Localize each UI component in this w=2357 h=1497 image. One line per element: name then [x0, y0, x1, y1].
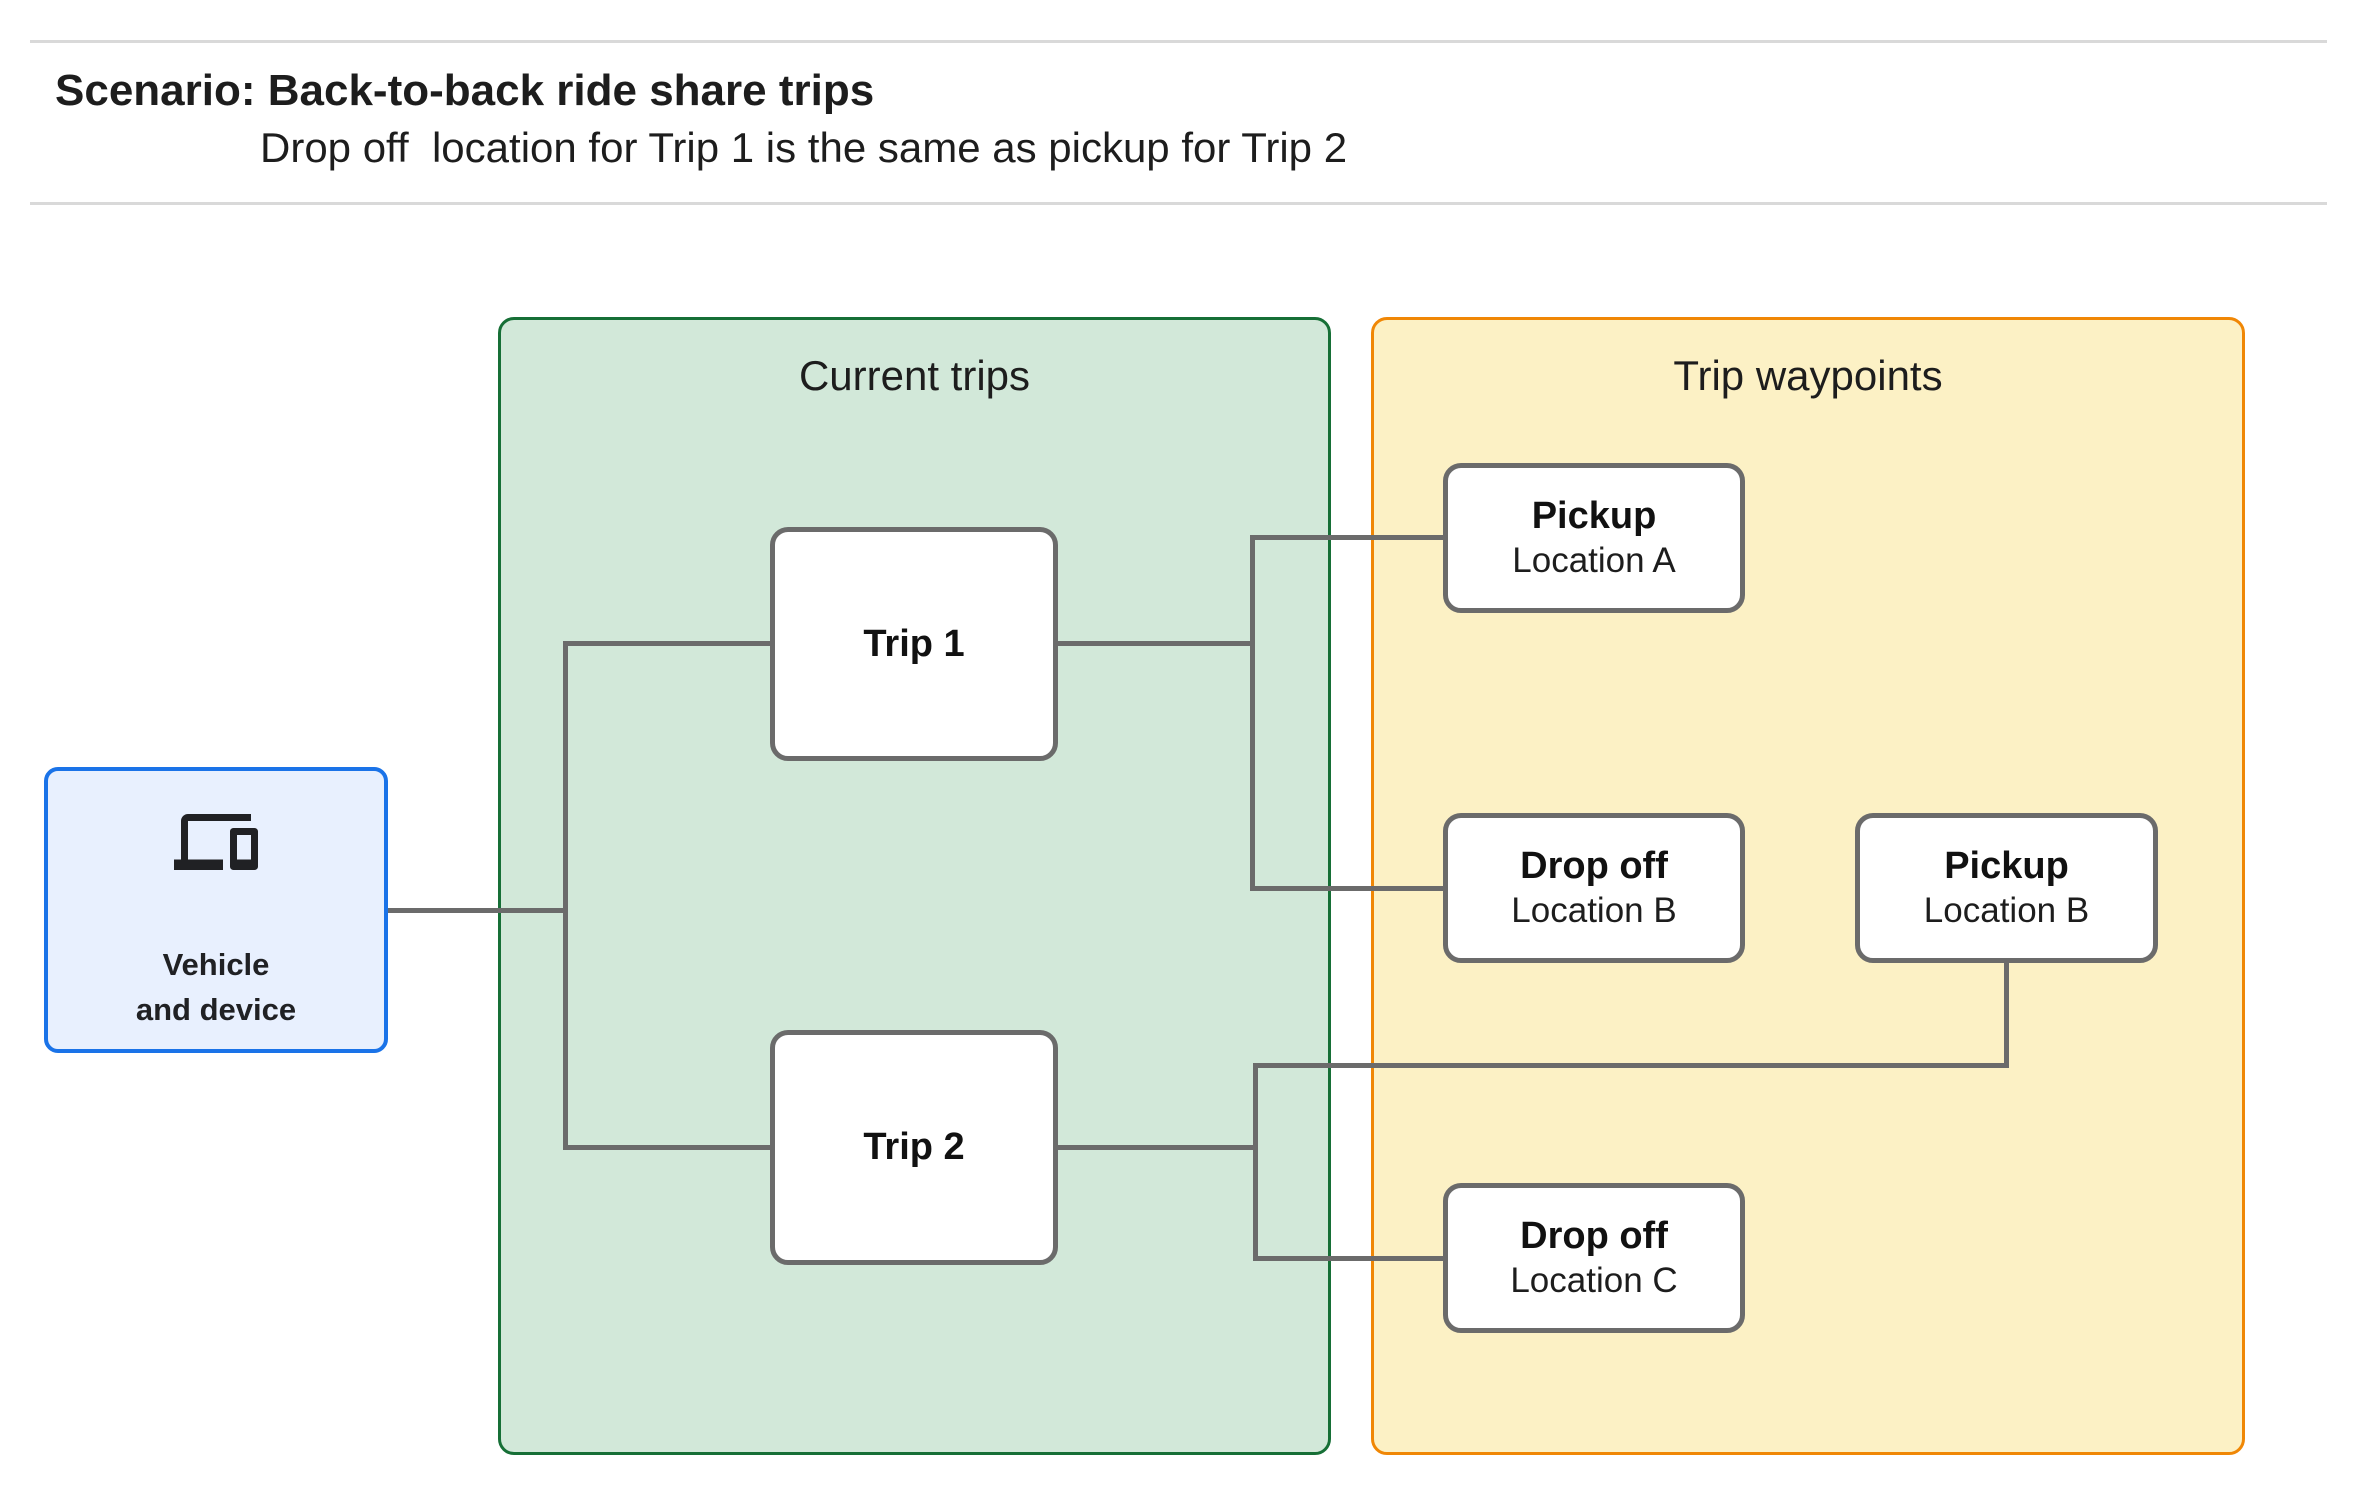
edge-junction-vertical: [563, 641, 568, 1150]
trip-waypoints-title: Trip waypoints: [1673, 352, 1943, 399]
vehicle-label-line1: Vehicle: [162, 947, 270, 982]
trip-1-box: Trip 1: [770, 527, 1058, 761]
page-subtitle: Drop off location for Trip 1 is the same…: [260, 124, 1348, 171]
edge-junction-to-trip1: [563, 641, 772, 646]
waypoint-dropoff-b-title: Drop off: [1520, 844, 1668, 887]
waypoint-dropoff-c-subtitle: Location C: [1510, 1260, 1678, 1300]
page-title: Scenario: Back-to-back ride share trips: [55, 66, 875, 115]
waypoint-dropoff-c-box: Drop off Location C: [1443, 1183, 1745, 1333]
edge-to-dropoff-c: [1253, 1256, 1445, 1261]
waypoint-pickup-b-title: Pickup: [1944, 844, 2069, 887]
vehicle-label-line2: and device: [135, 992, 297, 1027]
edge-trip1-elbow-vertical: [1250, 535, 1255, 891]
waypoint-pickup-a-subtitle: Location A: [1512, 540, 1676, 580]
waypoint-pickup-b-box: Pickup Location B: [1855, 813, 2158, 963]
edge-vehicle-to-junction: [385, 908, 568, 913]
edge-trip2-out: [1056, 1145, 1258, 1150]
waypoint-pickup-a-title: Pickup: [1531, 494, 1657, 537]
current-trips-container: Current trips: [498, 317, 1331, 1455]
waypoint-pickup-b-subtitle: Location B: [1923, 890, 2090, 930]
waypoint-pickup-a-box: Pickup Location A: [1443, 463, 1745, 613]
trip-2-box: Trip 2: [770, 1030, 1058, 1265]
edge-pickup-b-horizontal: [1253, 1063, 2009, 1068]
edge-to-dropoff-b: [1250, 886, 1445, 891]
header-divider: [30, 202, 2327, 205]
trip-1-label: Trip 1: [863, 622, 965, 665]
vehicle-label: Vehicle and device: [44, 942, 388, 1032]
devices-icon: [174, 814, 258, 870]
trip-2-label: Trip 2: [863, 1126, 965, 1168]
edge-trip1-out: [1056, 641, 1255, 646]
waypoint-dropoff-c-title: Drop off: [1520, 1214, 1668, 1257]
waypoint-dropoff-b-box: Drop off Location B: [1443, 813, 1745, 963]
edge-trip2-elbow-vertical: [1253, 1063, 1258, 1261]
waypoint-dropoff-b-subtitle: Location B: [1511, 890, 1677, 930]
edge-pickup-b-vertical: [2004, 960, 2009, 1068]
edge-to-pickup-a: [1250, 535, 1445, 540]
current-trips-title: Current trips: [798, 352, 1031, 399]
edge-junction-to-trip2: [563, 1145, 772, 1150]
top-divider: [30, 40, 2327, 43]
